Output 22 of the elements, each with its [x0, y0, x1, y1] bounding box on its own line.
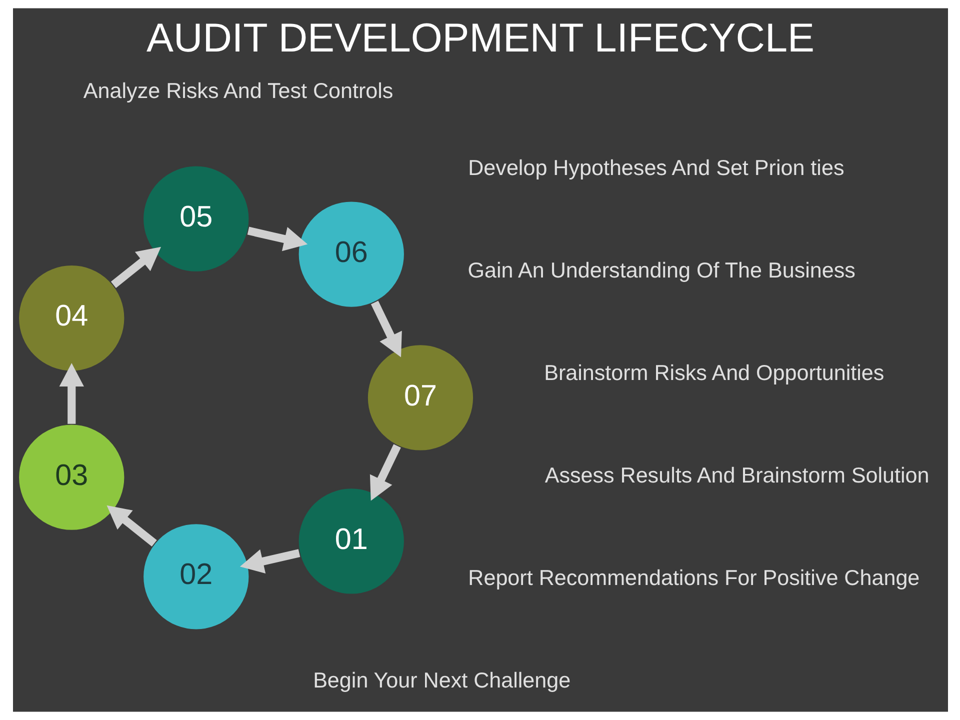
arrow [106, 505, 156, 546]
arrow [246, 226, 308, 252]
label: Analyze Risks And Test Controls [82, 78, 393, 104]
label: Gain An Understanding Of The Business [467, 258, 855, 283]
arrow [110, 246, 161, 288]
node-circle: 06 [296, 200, 405, 308]
node-circle: 03 [17, 423, 126, 532]
node-circle: 05 [142, 164, 250, 273]
node-circle: 02 [142, 522, 250, 631]
arrow [58, 363, 84, 424]
node-circle: 07 [366, 344, 474, 452]
node-circle: 04 [17, 264, 126, 372]
diagram-title: AUDIT DEVELOPMENT LIFECYCLE [146, 14, 814, 60]
label: Develop Hypotheses And Set Prion ties [468, 155, 844, 180]
label: Brainstorm Risks And Opportunities [544, 360, 884, 385]
label: Report Recommendations For Positive Change [468, 564, 920, 590]
arrow [239, 549, 300, 574]
label: Assess Results And Brainstorm Solution [544, 462, 929, 488]
arrow [369, 444, 400, 501]
label: Begin Your Next Challenge [312, 667, 570, 692]
arrow [370, 300, 402, 358]
node-circle: 01 [296, 487, 405, 596]
